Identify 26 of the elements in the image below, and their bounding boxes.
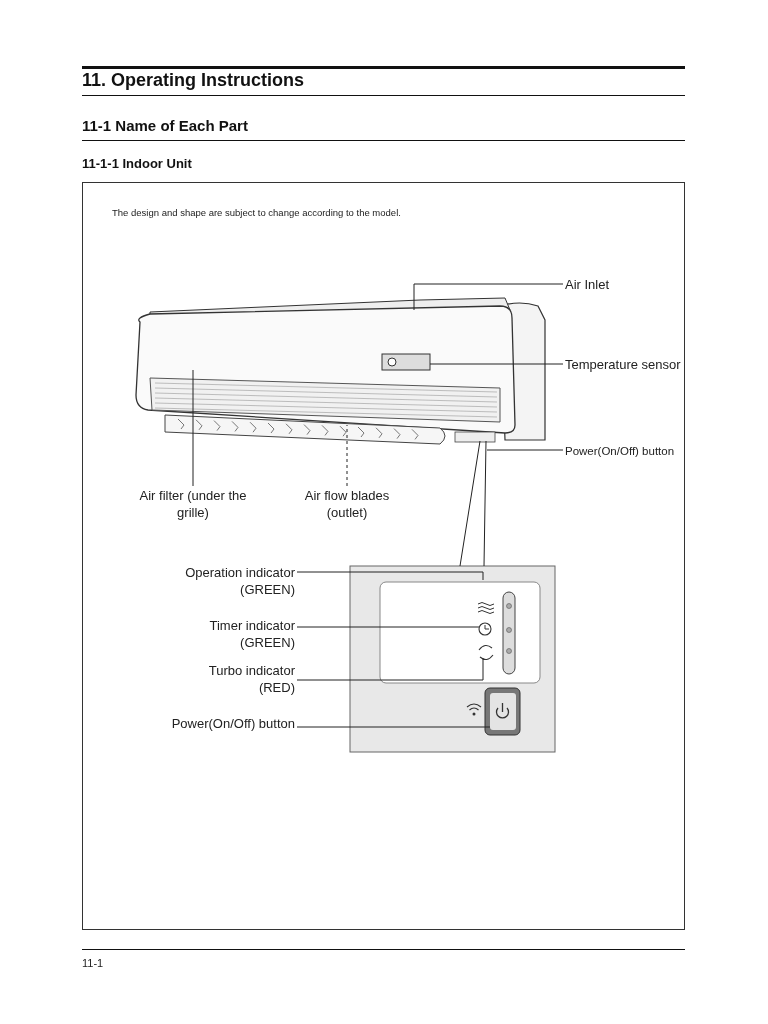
page-title: 11. Operating Instructions: [82, 70, 305, 91]
part-label: Air filter (under the grille): [138, 487, 248, 521]
part-label: Timer indicator (GREEN): [160, 617, 295, 651]
display-panel-drawing: [349, 565, 556, 753]
leader-line: [296, 571, 484, 581]
leader-line: [296, 626, 480, 628]
part-label: Air Inlet: [565, 276, 675, 293]
leader-line: [346, 424, 348, 487]
note-text: The design and shape are subject to change according to the model.: [112, 207, 401, 218]
part-label: Power(On/Off) button: [130, 715, 295, 732]
part-label: Temperature sensor: [565, 356, 690, 373]
leader-line: [486, 449, 564, 451]
part-label: Operation indicator (GREEN): [160, 564, 295, 598]
leader-line: [192, 369, 194, 487]
leader-line: [296, 726, 491, 728]
subsection-heading: 11-1-1 Indoor Unit: [82, 156, 192, 171]
part-label: Turbo indicator (RED): [175, 662, 295, 696]
leader-line: [296, 657, 484, 681]
air-conditioner-drawing: [135, 297, 546, 445]
leader-line: [459, 440, 487, 567]
leader-line: [413, 283, 564, 311]
part-label: Power(On/Off) button: [565, 443, 690, 460]
page-number: 11-1: [82, 957, 104, 969]
leader-line: [429, 363, 564, 365]
section-heading: 11-1 Name of Each Part: [82, 117, 248, 134]
part-label: Air flow blades (outlet): [293, 487, 401, 521]
